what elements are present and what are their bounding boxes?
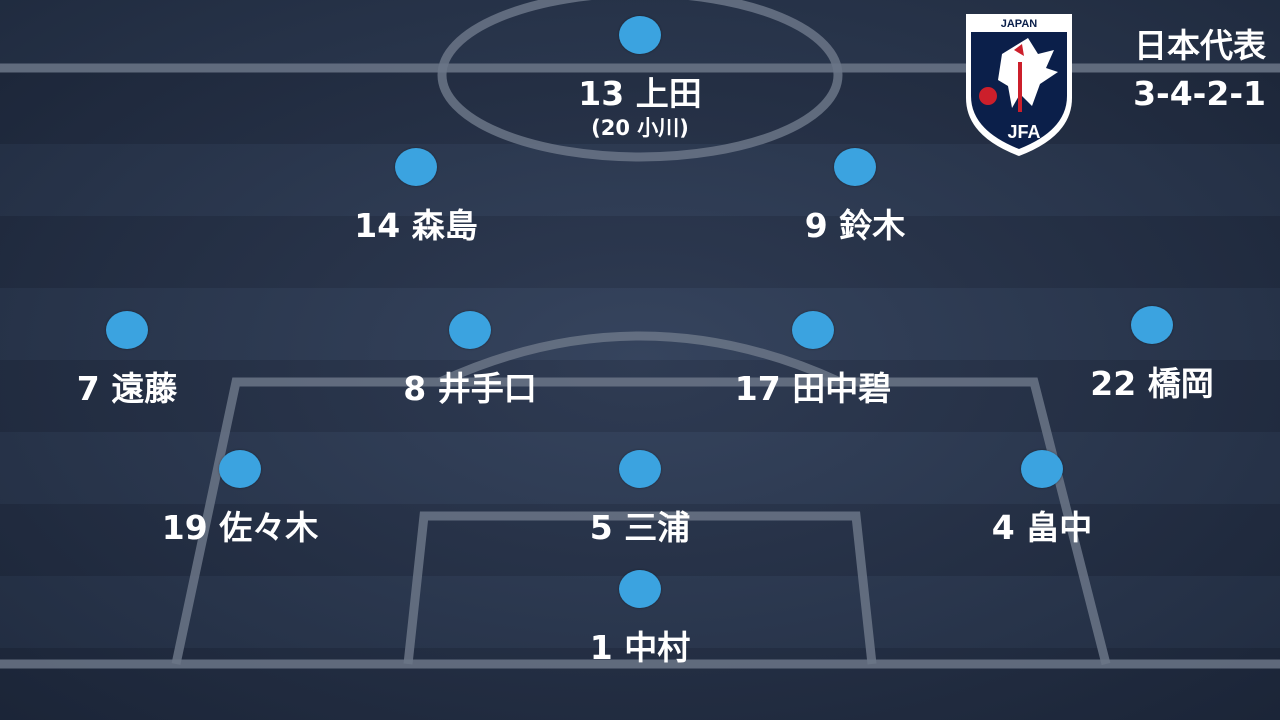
player-name: 17 田中碧 bbox=[734, 369, 892, 408]
player-marker bbox=[834, 148, 876, 186]
player-marker bbox=[219, 450, 261, 488]
penalty-arc bbox=[438, 331, 842, 387]
player-goalkeeper: 1 中村 bbox=[510, 570, 770, 668]
player-marker bbox=[619, 16, 661, 54]
player-midfield-4: 22 橋岡 bbox=[1022, 306, 1280, 404]
player-marker bbox=[1021, 450, 1063, 488]
player-name: 5 三浦 bbox=[589, 508, 691, 547]
player-midfield-1: 7 遠藤 bbox=[0, 311, 257, 409]
player-name: 22 橋岡 bbox=[1090, 364, 1214, 403]
team-name: 日本代表 bbox=[1134, 26, 1266, 65]
jfa-emblem-icon: JAPAN JFA bbox=[966, 14, 1072, 156]
svg-text:JAPAN: JAPAN bbox=[1001, 18, 1038, 30]
player-midfield-3: 17 田中碧 bbox=[683, 311, 943, 409]
player-marker bbox=[619, 450, 661, 488]
team-info: 日本代表 3-4-2-1 bbox=[1133, 22, 1266, 118]
player-name: 7 遠藤 bbox=[76, 369, 178, 408]
player-shadow-right: 9 鈴木 bbox=[725, 148, 985, 246]
player-defender-center: 5 三浦 bbox=[510, 450, 770, 548]
penalty-area bbox=[171, 377, 1111, 666]
goal-area bbox=[403, 511, 877, 665]
team-formation: 3-4-2-1 bbox=[1133, 74, 1266, 113]
player-name: 14 森島 bbox=[354, 206, 478, 245]
player-name: 1 中村 bbox=[589, 628, 691, 667]
center-circle bbox=[437, 0, 843, 162]
player-marker bbox=[106, 311, 148, 349]
substitute-name: (20 小川) bbox=[591, 116, 689, 140]
player-marker bbox=[792, 311, 834, 349]
player-marker bbox=[395, 148, 437, 186]
player-defender-right: 4 畠中 bbox=[912, 450, 1172, 548]
player-defender-left: 19 佐々木 bbox=[110, 450, 370, 548]
player-name: 13 上田 bbox=[578, 74, 702, 113]
player-marker bbox=[449, 311, 491, 349]
player-marker bbox=[619, 570, 661, 608]
player-name: 8 井手口 bbox=[403, 369, 537, 408]
player-name: 19 佐々木 bbox=[161, 508, 319, 547]
player-shadow-left: 14 森島 bbox=[286, 148, 546, 246]
player-name: 9 鈴木 bbox=[804, 206, 906, 245]
player-name: 4 畠中 bbox=[991, 508, 1093, 547]
player-midfield-2: 8 井手口 bbox=[340, 311, 600, 409]
player-marker bbox=[1131, 306, 1173, 344]
player-forward: 13 上田 (20 小川) bbox=[510, 16, 770, 140]
svg-text:JFA: JFA bbox=[1007, 122, 1040, 142]
